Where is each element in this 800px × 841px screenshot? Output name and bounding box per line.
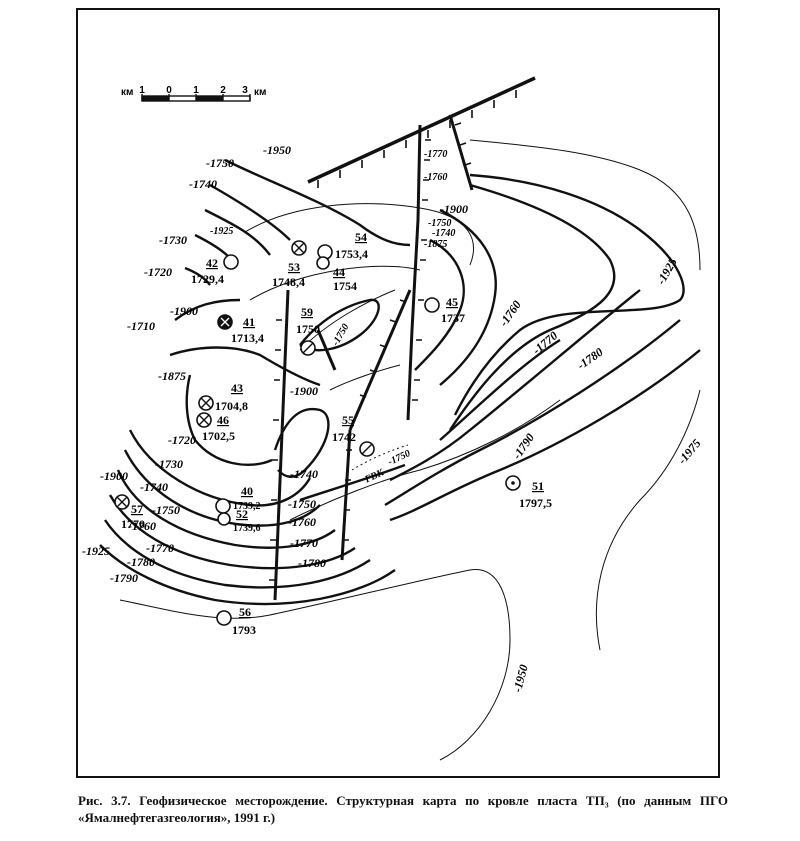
contour-label: -1780 <box>127 555 155 569</box>
well-depth: 1797,5 <box>519 496 552 510</box>
contour-label: -1750 <box>288 497 316 511</box>
well-number: 54 <box>355 230 367 244</box>
scale-bar: км 1 0 1 2 3 км <box>121 85 266 102</box>
well-number: 42 <box>206 256 218 270</box>
thick-contours <box>99 158 701 606</box>
contour-label: -1780 <box>298 556 326 570</box>
contour-label: -1925 <box>210 226 233 237</box>
contour-label: -1950 <box>510 663 531 694</box>
contour-label: -1750 <box>152 503 180 517</box>
contour-label: -1720 <box>168 433 196 447</box>
contour-label: -1925 <box>82 544 110 558</box>
well-depth: 1754 <box>333 279 357 293</box>
scale-tick-label: 2 <box>220 85 226 96</box>
figure-caption: Рис. 3.7. Геофизическое месторождение. С… <box>78 792 728 826</box>
well-number: 56 <box>239 605 251 619</box>
contour-label: -1875 <box>158 369 186 383</box>
contour-label: -1780 <box>575 345 606 373</box>
well-number: 44 <box>333 265 345 279</box>
well-depth: 1748,4 <box>272 275 305 289</box>
contour-label: -1750 <box>330 322 351 348</box>
well-number: 45 <box>446 295 458 309</box>
contour-labels: -1950 -1750 -1740 -1925 -1730 -1720 -190… <box>82 143 704 694</box>
well-number: 41 <box>243 315 255 329</box>
well-depth: 1729,4 <box>191 272 224 286</box>
contour-label: -1900 <box>170 304 198 318</box>
well-depth: 1739,2 <box>233 501 261 512</box>
well-depth: 1793 <box>232 623 256 637</box>
well-depth: 1753,4 <box>335 247 368 261</box>
contour-label: -1900 <box>290 384 318 398</box>
contour-label: -1750 <box>206 156 234 170</box>
contour-label: -1730 <box>159 233 187 247</box>
contour-label: -1770 <box>530 328 560 357</box>
well-depth: 1742 <box>332 430 356 444</box>
contour-label: -1740 <box>140 480 168 494</box>
well-number: 53 <box>288 260 300 274</box>
well-depth: 1713,4 <box>231 331 264 345</box>
contour-label: -1760 <box>496 298 524 329</box>
contour-label: -1730 <box>155 457 183 471</box>
map-frame <box>76 8 720 778</box>
contour-label: -1900 <box>440 202 468 216</box>
faults <box>269 76 536 601</box>
caption-prefix: Рис. 3.7. <box>78 793 131 808</box>
contour-label: -1740 <box>189 177 217 191</box>
contour-label: -1760 <box>128 519 156 533</box>
well-number: 40 <box>241 484 253 498</box>
contour-label: -1790 <box>110 571 138 585</box>
well-number: 46 <box>217 413 229 427</box>
gvk-label: ГВК <box>362 467 386 486</box>
contour-label: -1770 <box>290 536 318 550</box>
well-depth: 1739,6 <box>233 523 261 534</box>
scale-unit-left: км <box>121 87 133 98</box>
scale-tick-label: 1 <box>193 85 199 96</box>
caption-text: Геофизическое месторождение. Структурная… <box>78 793 729 825</box>
well-depth: 1704,8 <box>215 399 248 413</box>
contour-label: -1760 <box>424 172 447 183</box>
contour-label: -1900 <box>100 469 128 483</box>
contour-label: -1720 <box>144 265 172 279</box>
scale-tick-label: 1 <box>139 85 145 96</box>
contour-label: -1740 <box>290 467 318 481</box>
gvk-value: -1750 <box>386 448 412 468</box>
contour-label: -1710 <box>127 319 155 333</box>
well-depth: 1770 <box>121 517 145 531</box>
contour-label: -1750 <box>428 218 451 229</box>
thin-contours <box>119 139 701 761</box>
contour-label: -1925 <box>654 256 680 287</box>
scale-tick-label: 0 <box>166 85 172 96</box>
wells: 54 1753,4 53 1748,4 44 1754 42 1729,4 41… <box>114 230 552 637</box>
contour-label: -1770 <box>424 149 447 160</box>
well-number: 51 <box>532 479 544 493</box>
contour-label: -1760 <box>288 515 316 529</box>
contour-label: -1950 <box>263 143 291 157</box>
contour-label: -1770 <box>146 541 174 555</box>
structural-map: км 1 0 1 2 3 км <box>82 76 704 761</box>
contour-label: -1975 <box>675 436 704 466</box>
well-depth: 1702,5 <box>202 429 235 443</box>
contour-label: -1790 <box>510 431 538 462</box>
well-number: 57 <box>131 502 143 516</box>
scale-unit-right: км <box>254 87 266 98</box>
scale-tick-label: 3 <box>242 85 248 96</box>
contour-label: -1740 <box>432 228 455 239</box>
contour-label: -1875 <box>424 239 447 250</box>
well-number: 55 <box>342 413 354 427</box>
well-depth: 1737 <box>441 311 465 325</box>
well-number: 43 <box>231 381 243 395</box>
well-number: 59 <box>301 305 313 319</box>
well-depth: 1750 <box>296 322 320 336</box>
well-number: 52 <box>236 507 248 521</box>
